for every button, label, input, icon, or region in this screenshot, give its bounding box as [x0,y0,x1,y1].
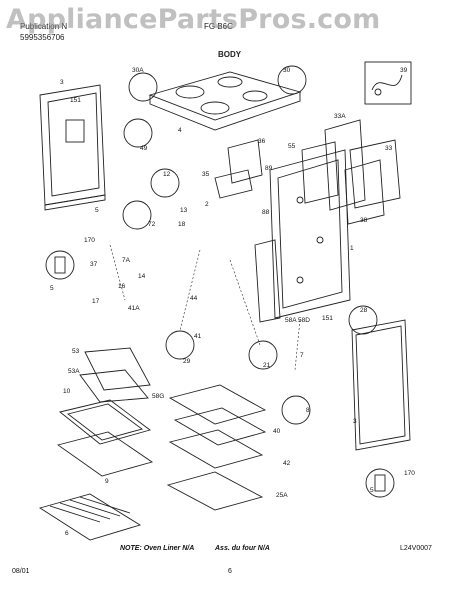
drawer-trim [79,347,151,403]
detail-circle-72 [122,200,152,230]
callout-3: 3 [60,79,64,86]
callout-89: 89 [265,165,273,172]
callout-30: 30 [283,67,291,74]
callout-13: 13 [180,207,188,214]
callout-5: 5 [95,207,99,214]
leveling-leg-right [365,468,395,498]
callout-28: 28 [360,307,368,314]
callout-7a: 7A [122,257,131,264]
detail-circle-21 [248,340,278,370]
callout-36: 36 [258,138,266,145]
cooktop-part [148,71,302,131]
callout-16: 16 [118,283,126,290]
callout-35: 35 [202,171,210,178]
callout-17: 17 [92,298,100,305]
callout-1: 1 [350,245,354,252]
leveling-leg-left [45,250,75,280]
callout-33a: 33A [334,113,346,120]
callout-42: 42 [283,460,291,467]
callout-3: 3 [353,418,357,425]
publication-number: 5995356706 [20,33,65,42]
callout-5: 5 [370,487,374,494]
callout-7: 7 [300,352,304,359]
callout-44: 44 [190,295,198,302]
callout-38: 38 [360,217,368,224]
callout-29: 29 [183,358,191,365]
callout-10: 10 [63,388,71,395]
callout-8: 8 [306,407,310,414]
callout-170: 170 [84,237,95,244]
callout-58a: 58A [285,317,297,324]
page-number: 6 [228,568,232,575]
callout-2: 2 [205,201,209,208]
callout-41a: 41A [128,305,140,312]
callout-88: 88 [262,209,270,216]
wire-harness-part [364,61,412,105]
broil-pan-part [56,399,154,477]
callout-18: 18 [178,221,186,228]
body-frame [254,149,351,323]
callout-4: 4 [178,127,182,134]
right-side-panel [351,319,411,451]
callout-37: 37 [90,261,98,268]
detail-circle-30 [277,65,307,95]
diagram-id: L24V0007 [400,545,432,552]
callout-6: 6 [65,530,69,537]
detail-circle-28 [348,305,378,335]
callout-151: 151 [70,97,81,104]
oven-liner-note-fr: Ass. du four N/A [215,545,270,552]
callout-21: 21 [263,362,271,369]
oven-liner-note: NOTE: Oven Liner N/A [120,545,195,552]
callout-53a: 53A [68,368,80,375]
callout-49: 49 [140,145,148,152]
callout-39: 39 [400,67,408,74]
detail-circle-29 [165,330,195,360]
callout-40: 40 [273,428,281,435]
model-code: FG B6C [204,22,233,31]
callout-41: 41 [194,333,202,340]
detail-circle-12 [150,168,180,198]
oven-rack-part [38,493,142,541]
callout-55: 55 [288,143,296,150]
callout-14: 14 [138,273,146,280]
callout-58d: 58D [298,317,310,324]
callout-33: 33 [385,145,393,152]
callout-12: 12 [163,171,171,178]
detail-circle-8 [281,395,311,425]
callout-170: 170 [404,470,415,477]
detail-circle-49 [123,118,153,148]
callout-9: 9 [105,478,109,485]
footer-date: 08/01 [12,568,30,575]
callout-72: 72 [148,221,156,228]
left-side-panel [39,84,106,211]
callout-58g: 58G [152,393,164,400]
callout-5: 5 [50,285,54,292]
section-title: BODY [218,50,242,59]
callout-151: 151 [322,315,333,322]
callout-53: 53 [72,348,80,355]
detail-circle-30a [128,72,158,102]
publication-label: Publication N [20,22,68,31]
callout-30a: 30A [132,67,144,74]
bracket-part [214,139,263,199]
storage-drawer-parts [166,384,267,511]
callout-25a: 25A [276,492,288,499]
back-cover-plates [301,119,401,225]
